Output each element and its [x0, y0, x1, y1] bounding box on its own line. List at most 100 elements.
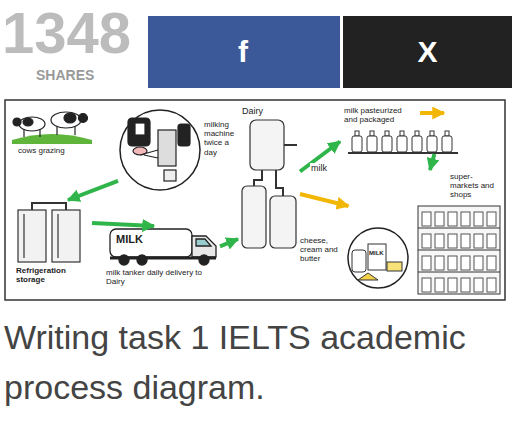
flow-arrow — [92, 223, 154, 226]
cow-figure — [64, 113, 76, 123]
stage-label: Refrigeration storage — [16, 266, 90, 284]
dairy-products — [358, 273, 378, 280]
dairy-tanks — [254, 170, 262, 186]
connector-layer — [68, 142, 434, 247]
shop-shelves — [474, 256, 483, 270]
share-caption: SHARES — [36, 68, 94, 82]
stage-label: milk tanker daily delivery to Dairy — [106, 268, 216, 286]
bottle-line — [430, 131, 434, 136]
dairy-products — [387, 262, 402, 271]
bottle-line — [370, 131, 374, 136]
storage-tank — [52, 210, 80, 262]
milking-scene — [178, 124, 190, 146]
shop-shelves — [435, 278, 444, 292]
milking-scene — [128, 118, 150, 146]
dairy-tanks — [250, 120, 284, 170]
shop-shelves — [422, 234, 431, 248]
shop-shelves — [448, 278, 457, 292]
arrow-label: milk — [310, 163, 328, 173]
dairy-products — [348, 228, 408, 288]
shop-shelves — [422, 212, 431, 226]
bottle-line — [382, 136, 392, 152]
cow-figure — [13, 118, 21, 126]
bottle-line — [367, 136, 377, 152]
storage-tank — [32, 203, 66, 210]
shop-shelves — [435, 212, 444, 226]
cow-figure — [79, 114, 88, 123]
stage-label: MILK — [369, 250, 387, 257]
milk-tanker — [192, 236, 216, 257]
shop-shelves — [474, 234, 483, 248]
shop-shelves — [422, 256, 431, 270]
bottle-line — [442, 136, 452, 152]
shop-shelves — [448, 234, 457, 248]
shop-shelves — [418, 206, 500, 294]
stage-region: milking machine twice a day — [118, 106, 242, 194]
cow-figure — [19, 117, 45, 131]
milking-scene — [135, 123, 145, 135]
stage-label: MILK — [116, 233, 156, 246]
stage-region: MILK milk tanker daily delivery to Dairy — [100, 226, 220, 294]
milk-tanker — [110, 229, 216, 265]
shop-shelves — [422, 212, 496, 292]
milking-scene — [144, 155, 158, 158]
bottle-line — [385, 131, 389, 136]
bottle-line — [427, 136, 437, 152]
stage-region: Dairy — [238, 104, 300, 254]
bottle-line — [352, 131, 452, 152]
bottle-line — [400, 131, 404, 136]
cow-figure — [23, 118, 33, 126]
shop-shelves — [422, 278, 431, 292]
dairy-products — [368, 244, 386, 270]
share-button: f — [148, 16, 340, 88]
shop-shelves — [418, 228, 500, 229]
cow-figure — [51, 112, 81, 128]
stage-region: cheese, cream and butterMILK — [298, 206, 410, 294]
milk-tanker — [137, 255, 147, 265]
shop-shelves — [448, 212, 457, 226]
shop-shelves — [461, 234, 470, 248]
flow-arrow — [300, 194, 348, 206]
flow-arrow — [220, 239, 238, 246]
share-count: 1348 — [2, 4, 131, 62]
milk-tanker — [199, 255, 209, 265]
shop-shelves — [487, 256, 496, 270]
bottle-line — [352, 136, 362, 152]
diagram-frame — [5, 100, 505, 300]
shop-shelves — [435, 234, 444, 248]
shop-shelves — [435, 256, 444, 270]
flow-arrow — [430, 154, 434, 170]
shop-shelves — [418, 272, 500, 273]
stage-region: milk pasteurized and packaged — [340, 104, 458, 154]
shop-shelves — [474, 278, 483, 292]
storage-tank — [18, 210, 46, 262]
bottle-line — [355, 131, 359, 136]
button-icon: f — [148, 34, 338, 70]
stage-label: cows grazing — [18, 146, 92, 155]
shop-shelves — [461, 212, 470, 226]
shop-shelves — [418, 250, 500, 251]
stage-label: milk pasteurized and packaged — [344, 106, 416, 124]
dairy-tanks — [242, 120, 297, 248]
stage-label: Dairy — [242, 106, 282, 116]
cow-figure — [56, 126, 57, 135]
milking-scene — [140, 150, 158, 155]
stage-label: milking machine twice a day — [204, 120, 240, 157]
flow-arrow — [68, 181, 118, 200]
milk-tanker — [196, 239, 211, 246]
stage-label: super-markets and shops — [450, 172, 500, 200]
milking-scene — [120, 110, 200, 190]
dairy-tanks — [270, 196, 296, 248]
milking-scene — [158, 130, 176, 166]
dairy-products — [352, 250, 366, 272]
dairy-tanks — [284, 144, 297, 146]
stage-region: Refrigeration storage — [12, 200, 92, 292]
shop-shelves — [461, 256, 470, 270]
shop-shelves — [461, 278, 470, 292]
shop-shelves — [487, 234, 496, 248]
cow-figure — [13, 112, 88, 137]
button-icon: X — [343, 34, 512, 70]
dairy-tanks — [276, 170, 283, 196]
